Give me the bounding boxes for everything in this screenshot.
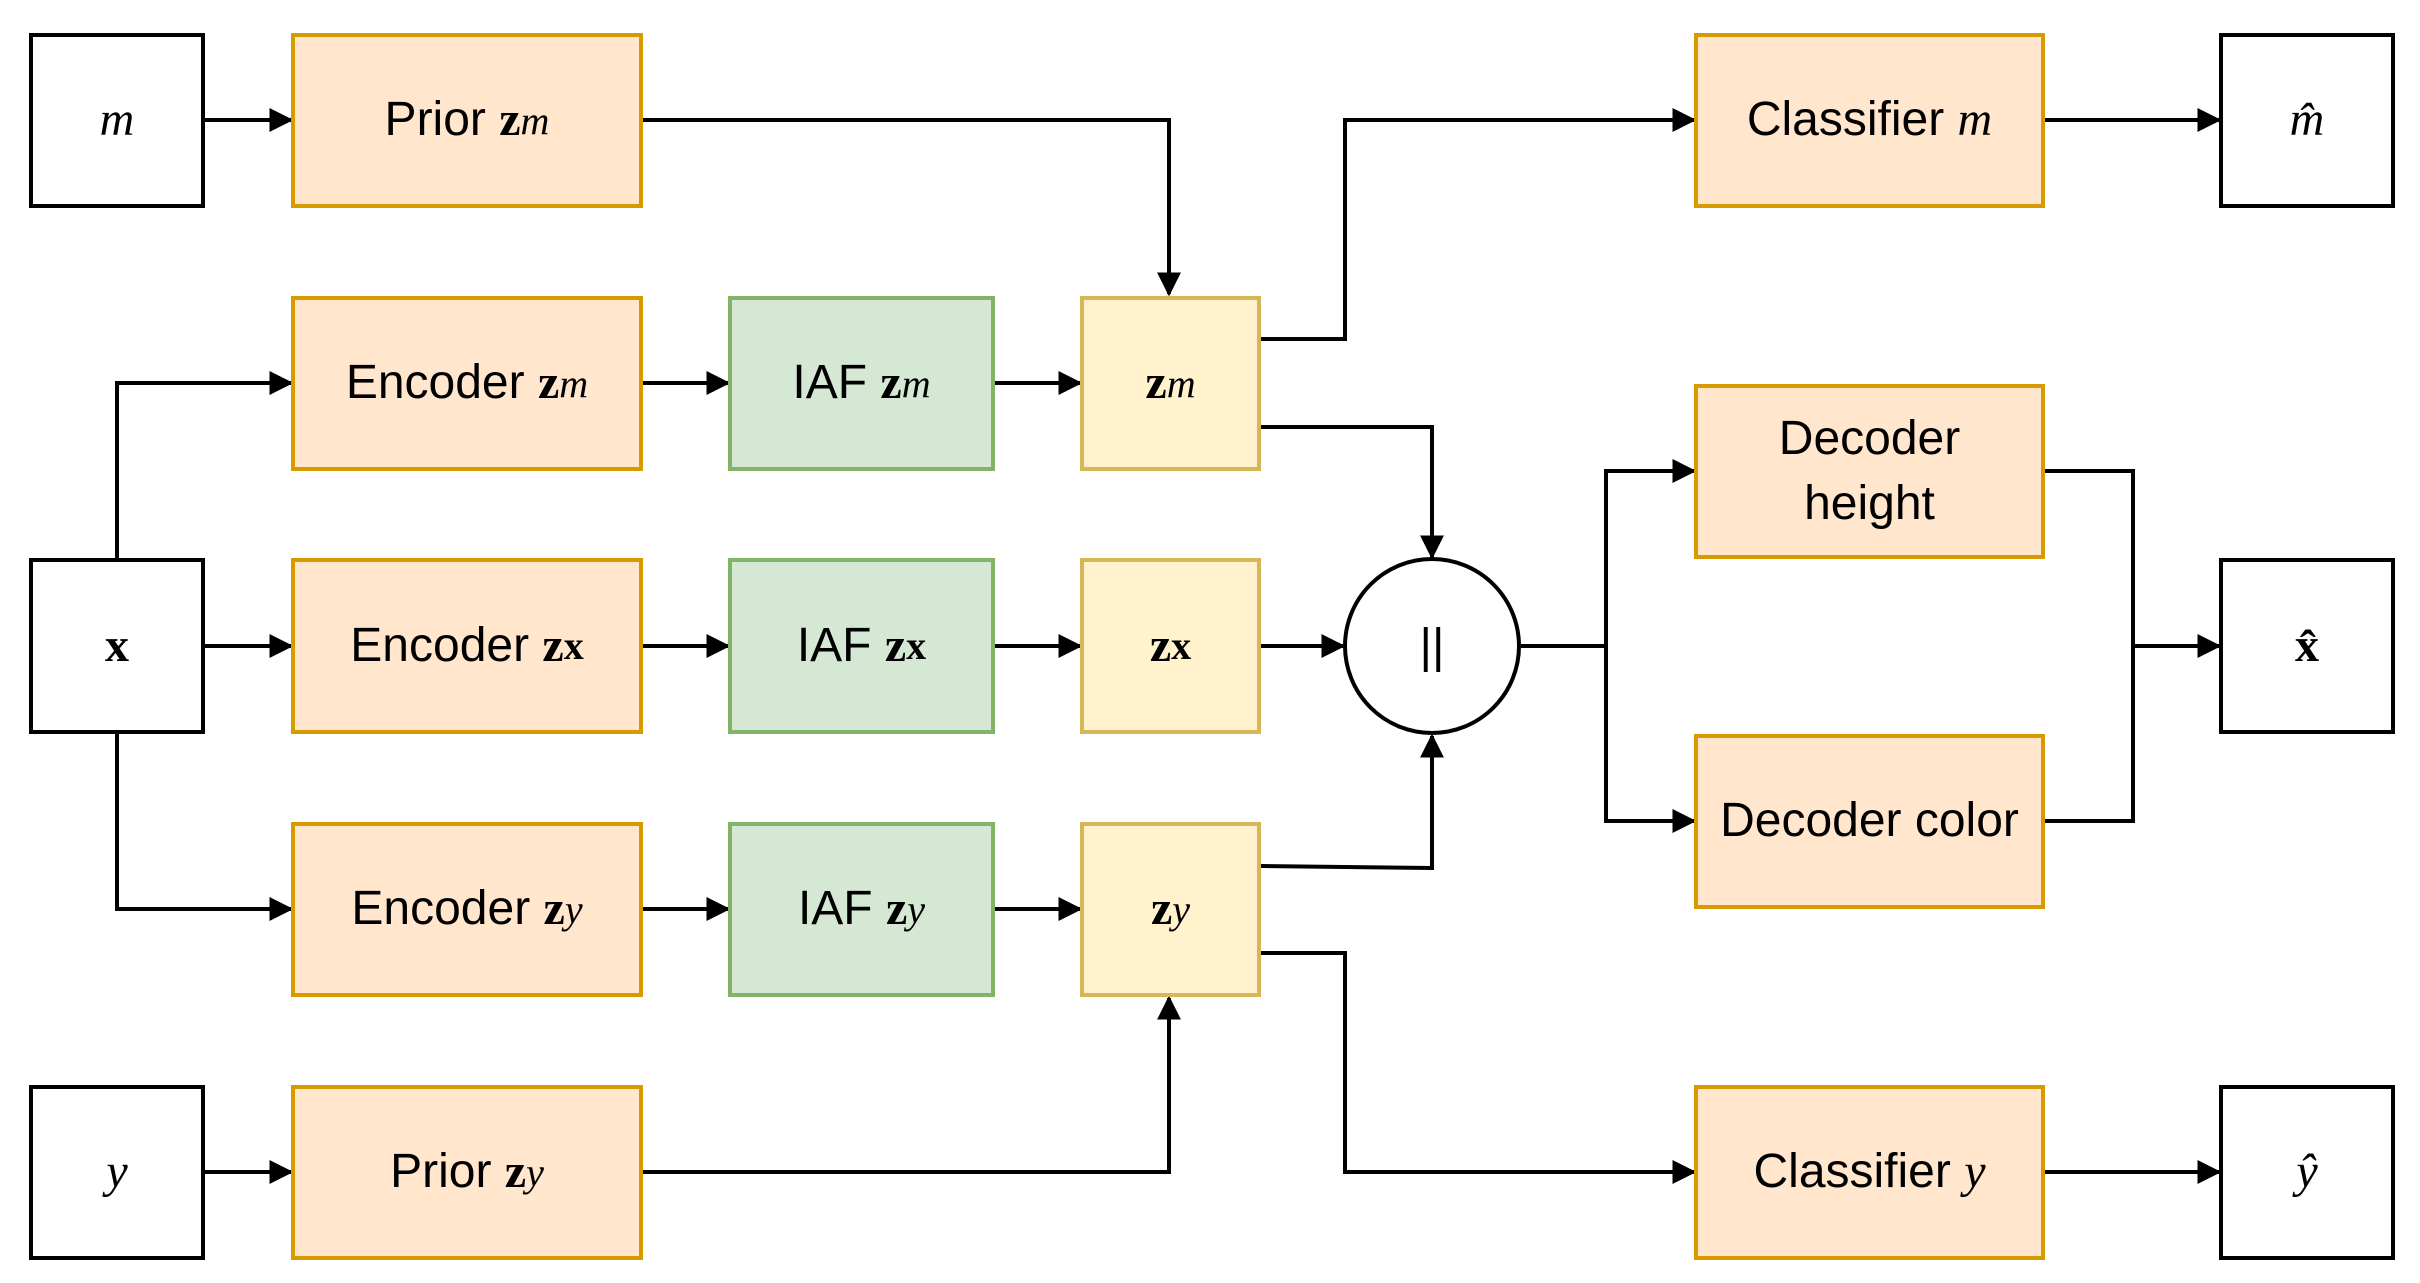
classifier-m-box: Classifier m [1694, 33, 2045, 208]
edge-x-to-encoder-zy [115, 734, 294, 921]
edge-prior-zm-to-latent [643, 118, 1181, 297]
output-y-hat: ŷ [2219, 1085, 2395, 1260]
input-y: y [29, 1085, 205, 1260]
decoder-color-box: Decoder color [1694, 734, 2045, 909]
edge-concat-to-decoder-height [1604, 459, 1697, 646]
output-x-hat: x̂ [2219, 558, 2395, 734]
decoder-height-box: Decoder height [1694, 384, 2045, 559]
input-x: x [29, 558, 205, 734]
edge-concat-to-decoder-color [1604, 646, 1697, 833]
edge-decoder-color-out [2045, 646, 2135, 823]
edge-zy-to-concat [1260, 733, 1444, 871]
output-m-hat: m̂ [2219, 33, 2395, 208]
edge-x-to-encoder-zm [115, 371, 294, 558]
input-m: m [29, 33, 205, 208]
concat-node: || [1343, 557, 1521, 735]
edge-prior-zy-to-latent [643, 995, 1181, 1174]
edge-zm-to-classifier [1261, 108, 1697, 341]
edge-zm-to-concat [1261, 425, 1444, 560]
edge-zy-to-classifier [1261, 951, 1697, 1184]
edge-decoder-height-out [2045, 469, 2135, 646]
classifier-y-box: Classifier y [1694, 1085, 2045, 1260]
